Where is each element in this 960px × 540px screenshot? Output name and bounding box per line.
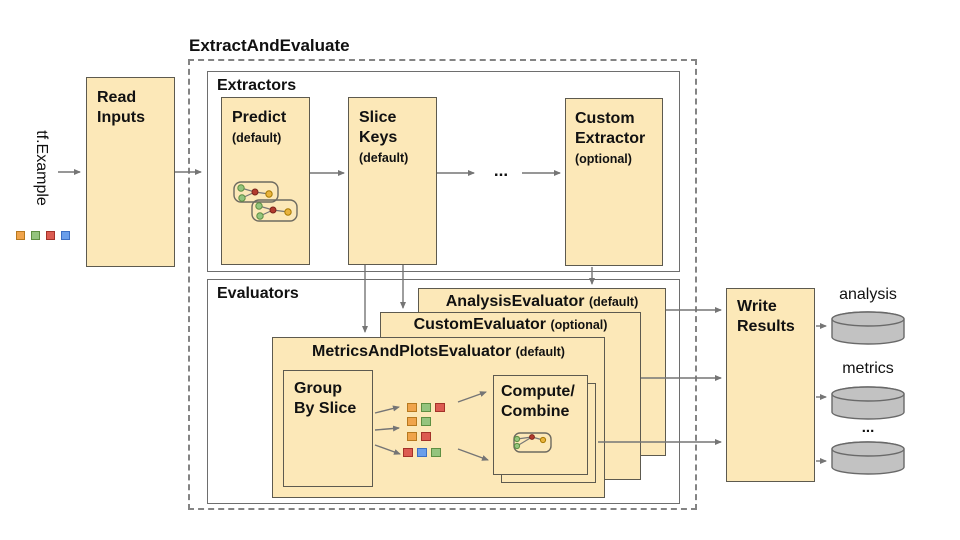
slice-grid-row xyxy=(407,403,445,412)
blue-square xyxy=(61,231,70,240)
group-by-slice-label-line2: By Slice xyxy=(294,400,357,417)
custom-extractor-qualifier: (optional) xyxy=(575,152,632,166)
slice-keys-label-line1: Slice xyxy=(359,109,397,126)
orange-square xyxy=(16,231,25,240)
custom-extractor-node: Custom Extractor (optional) xyxy=(565,98,663,266)
tf-example-label: tf.Example xyxy=(33,130,50,206)
custom-extractor-label-line1: Custom xyxy=(575,110,635,127)
analysis-evaluator-qualifier: (default) xyxy=(588,295,639,309)
slice-keys-qualifier: (default) xyxy=(359,151,409,165)
predict-model-graph-icon xyxy=(233,181,298,222)
orange-square xyxy=(407,432,417,441)
analysis-evaluator-title: AnalysisEvaluator (default) xyxy=(418,293,666,311)
write-results-label-line2: Results xyxy=(737,318,795,335)
green-square xyxy=(421,417,431,426)
read-inputs-node: Read Inputs xyxy=(86,77,175,267)
green-square xyxy=(431,448,441,457)
orange-square xyxy=(407,417,417,426)
red-square xyxy=(421,432,431,441)
custom-evaluator-qualifier: (optional) xyxy=(550,318,608,332)
write-results-label-line1: Write xyxy=(737,298,777,315)
predict-qualifier: (default) xyxy=(232,131,282,145)
diagram-title: ExtractAndEvaluate xyxy=(189,36,350,55)
green-square xyxy=(31,231,40,240)
metrics-and-plots-evaluator-title: MetricsAndPlotsEvaluator (default) xyxy=(272,343,605,361)
read-inputs-label-line2: Inputs xyxy=(97,109,145,126)
read-inputs-label-line1: Read xyxy=(97,89,137,106)
custom-extractor-label-line2: Extractor xyxy=(575,130,646,147)
slice-keys-extractor-node: Slice Keys (default) xyxy=(348,97,437,265)
slice-grid-row xyxy=(403,448,441,457)
extract-and-evaluate-boundary xyxy=(188,59,697,510)
database-cylinder-icon xyxy=(831,386,905,420)
blue-square xyxy=(417,448,427,457)
extractors-section-label: Extractors xyxy=(217,77,297,94)
slice-grid-row xyxy=(407,417,431,426)
compute-combine-label-line1: Compute/ xyxy=(501,383,575,400)
write-results-node: Write Results xyxy=(726,288,815,482)
analysis-evaluator-name: AnalysisEvaluator xyxy=(445,293,585,310)
extractors-ellipsis: ... xyxy=(493,161,509,180)
red-square xyxy=(403,448,413,457)
metrics-and-plots-evaluator-qualifier: (default) xyxy=(515,345,565,359)
slice-grid-row xyxy=(407,432,431,441)
group-by-slice-node: Group By Slice xyxy=(283,370,373,487)
output-label-analysis: analysis xyxy=(839,286,897,303)
compute-combine-label-line2: Combine xyxy=(501,403,570,420)
metrics-and-plots-evaluator-name: MetricsAndPlotsEvaluator xyxy=(312,343,512,360)
custom-evaluator-name: CustomEvaluator xyxy=(413,316,547,333)
orange-square xyxy=(407,403,417,412)
compute-combine-node: Compute/ Combine xyxy=(493,375,588,475)
red-square xyxy=(46,231,55,240)
output-label-metrics: metrics xyxy=(842,360,894,377)
combine-graph-icon xyxy=(513,432,552,453)
group-by-slice-label-line1: Group xyxy=(294,380,342,397)
database-cylinder-icon xyxy=(831,311,905,345)
output-label-more: ... xyxy=(861,419,875,436)
input-example-squares xyxy=(16,231,70,240)
slice-keys-label-line2: Keys xyxy=(359,129,398,146)
database-cylinder-icon xyxy=(831,441,905,475)
red-square xyxy=(435,403,445,412)
green-square xyxy=(421,403,431,412)
predict-label: Predict xyxy=(232,109,287,126)
custom-evaluator-title: CustomEvaluator (optional) xyxy=(380,316,641,334)
evaluators-section-label: Evaluators xyxy=(217,285,299,302)
predict-extractor-node: Predict (default) xyxy=(221,97,310,265)
